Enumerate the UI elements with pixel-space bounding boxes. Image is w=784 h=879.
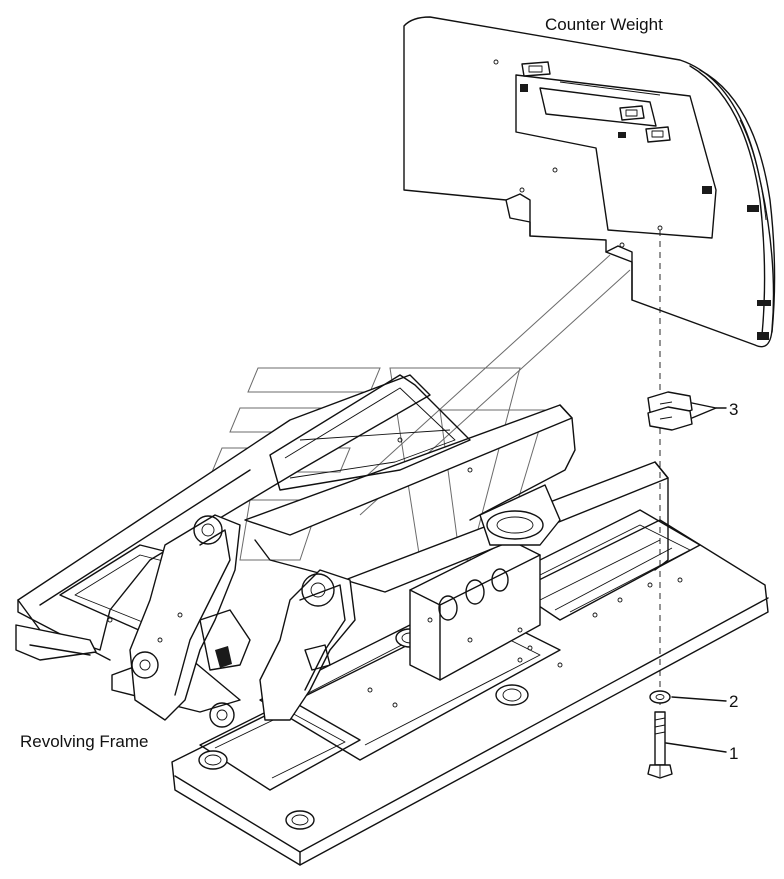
- callout-number: 1: [729, 744, 738, 763]
- counter-weight-lifting-pad: [521, 61, 551, 77]
- revolving-frame-label: Revolving Frame: [20, 732, 149, 751]
- floor-port: [285, 810, 315, 830]
- callout-number: 3: [729, 400, 738, 419]
- counter-weight-lifting-pad: [619, 105, 645, 121]
- floor-port: [495, 684, 529, 706]
- hardware-stack: [647, 230, 693, 779]
- plate-part: [647, 391, 693, 431]
- revolving-frame-part: [15, 374, 769, 866]
- counter-weight-lifting-pad: [645, 126, 671, 143]
- leader-lines: [665, 402, 727, 753]
- counter-weight-part: [403, 16, 776, 348]
- callout-number: 2: [729, 692, 738, 711]
- counter-weight-label: Counter Weight: [545, 15, 663, 34]
- washer-part: [649, 690, 671, 704]
- floor-port: [198, 750, 228, 770]
- bolt-part: [647, 711, 673, 779]
